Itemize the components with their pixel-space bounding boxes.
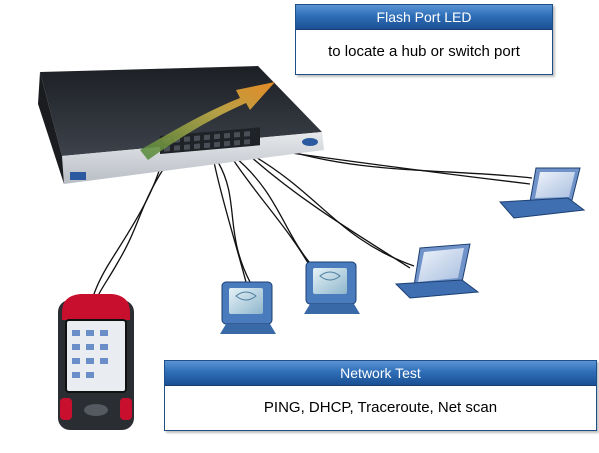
cables [91, 145, 533, 301]
flash-port-callout: Flash Port LED to locate a hub or switch… [295, 4, 553, 75]
cable-to-laptop-right [269, 145, 533, 185]
laptop-middle [394, 243, 480, 299]
flash-port-title: Flash Port LED [296, 5, 552, 30]
switch-badge [70, 172, 86, 180]
cable-to-tester [91, 167, 165, 301]
network-switch [38, 66, 324, 184]
network-test-description: PING, DHCP, Traceroute, Net scan [263, 399, 498, 416]
cable-to-monitor-right [231, 157, 317, 271]
monitor-right [304, 261, 360, 314]
laptop-right [498, 167, 586, 219]
cable-to-monitor-left [213, 161, 251, 283]
monitor-left [220, 281, 276, 334]
flash-port-description: to locate a hub or switch port [328, 43, 520, 60]
network-test-callout: Network Test PING, DHCP, Traceroute, Net… [164, 360, 597, 431]
cable-to-laptop-middle [249, 155, 415, 269]
flash-arrow [140, 82, 275, 160]
network-test-title: Network Test [165, 361, 596, 386]
switch-logo [302, 138, 318, 146]
handheld-tester [58, 294, 134, 430]
